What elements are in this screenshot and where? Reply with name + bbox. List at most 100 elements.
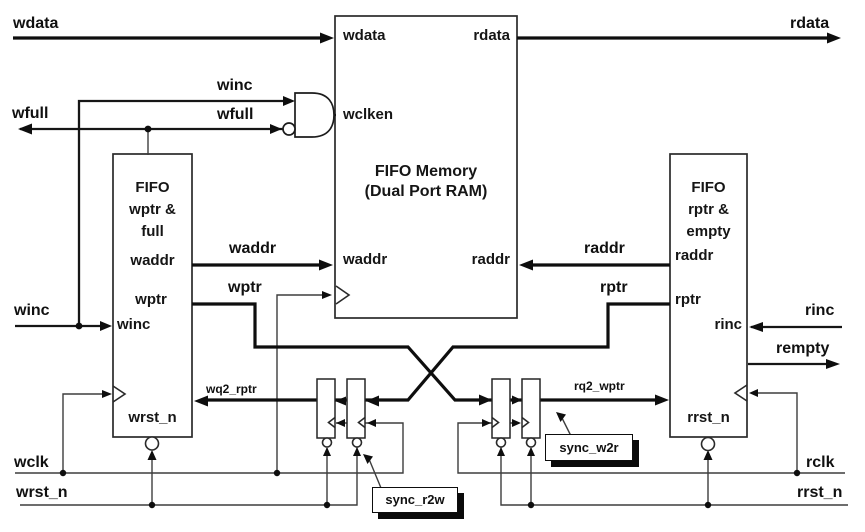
rblock-port-rptr: rptr xyxy=(675,291,701,308)
wfull-out-arrow xyxy=(18,123,32,135)
wblock-title-line2: wptr & xyxy=(129,201,176,218)
ram-clock-pin-icon xyxy=(335,285,351,305)
ff-input-arrow xyxy=(335,396,346,406)
module-boxes xyxy=(112,15,748,438)
rdata-arrow xyxy=(827,32,841,44)
winc-in-arrow xyxy=(100,321,112,331)
gate-inverter-bubble xyxy=(282,122,296,136)
ff-reset-bubble xyxy=(351,437,363,448)
sync-w2r-tag: sync_w2r xyxy=(545,434,633,461)
rq2-wptr-arrow xyxy=(655,394,669,406)
sync-r2w-ff1 xyxy=(316,378,336,439)
label-wrst-n: wrst_n xyxy=(16,484,68,501)
wblock-port-winc: winc xyxy=(117,316,151,333)
label-rptr-bus: rptr xyxy=(600,279,628,296)
rblock-port-raddr: raddr xyxy=(675,247,714,264)
label-wptr-bus: wptr xyxy=(228,279,262,296)
wblock-port-waddr: waddr xyxy=(130,252,175,269)
rblock-clock-pin-icon xyxy=(733,384,748,402)
junction-dots xyxy=(59,125,801,509)
ff-reset-bubble xyxy=(495,437,507,448)
sync-w2r-ff2 xyxy=(521,378,541,439)
sync-w2r-ff1 xyxy=(491,378,511,439)
ff-reset-arrow xyxy=(353,447,361,456)
label-wfull-out: wfull xyxy=(12,105,49,122)
write-pointer-block xyxy=(112,153,193,438)
raddr-arrow xyxy=(519,259,533,271)
ff-clock-arrow xyxy=(336,419,345,427)
ff-input-arrow xyxy=(512,395,522,405)
sync-flipflops xyxy=(316,378,541,439)
ram-port-raddr: raddr xyxy=(471,251,510,268)
wblock-clock-arrow xyxy=(102,390,112,398)
ff-clock-arrow xyxy=(367,419,376,427)
label-winc-in: winc xyxy=(14,302,50,319)
gate-winc-arrow xyxy=(283,96,295,106)
rinc-arrow xyxy=(749,322,763,332)
label-rdata-out: rdata xyxy=(790,15,830,32)
ff-clock-pin-icon xyxy=(357,416,366,429)
label-rclk: rclk xyxy=(806,454,835,471)
rblock-port-rinc: rinc xyxy=(714,316,742,333)
ff-clock-pin-icon xyxy=(521,416,530,429)
label-rq2-wptr: rq2_wptr xyxy=(574,379,625,393)
rblock-clock-arrow xyxy=(749,389,758,397)
wblock-port-wrst-n: wrst_n xyxy=(128,409,177,426)
label-rinc-in: rinc xyxy=(805,302,835,319)
rblock-title-line3: empty xyxy=(686,223,731,240)
label-wq2-rptr: wq2_rptr xyxy=(206,382,257,396)
ram-port-rdata: rdata xyxy=(473,27,510,44)
ram-title-line1: FIFO Memory xyxy=(374,163,478,180)
wblock-reset-bubble xyxy=(144,436,160,451)
ram-port-wclken: wclken xyxy=(343,106,394,123)
reset-bubbles xyxy=(144,436,716,452)
rblock-reset-arrow xyxy=(703,450,713,460)
ff-clock-pin-icon xyxy=(327,416,336,429)
control-wires xyxy=(15,99,842,366)
sync-w2r-pointer-arrow xyxy=(556,412,566,422)
ram-clock-arrow xyxy=(322,291,332,299)
wblock-reset-arrow xyxy=(147,450,157,460)
ff-clock-arrow xyxy=(512,419,521,427)
wblock-clock-pin-icon xyxy=(112,385,127,403)
rblock-reset-bubble xyxy=(700,436,716,452)
fifo-memory-block xyxy=(334,15,518,319)
gate-wfull-arrow xyxy=(270,124,282,134)
label-waddr-bus: waddr xyxy=(229,240,277,257)
rblock-title-line1: FIFO xyxy=(691,179,726,196)
ff-reset-arrow xyxy=(527,447,535,456)
arrowheads xyxy=(18,32,841,464)
ff-reset-bubble xyxy=(525,437,537,448)
ff-clock-pin-icon xyxy=(491,416,500,429)
clock-pins xyxy=(112,285,748,429)
sync-w2r-pointer-line xyxy=(561,417,572,437)
sync-r2w-pointer-arrow xyxy=(363,454,373,464)
wblock-port-wptr: wptr xyxy=(135,291,167,308)
ram-title-line2: (Dual Port RAM) xyxy=(364,183,488,200)
wblock-title-line3: full xyxy=(141,223,164,240)
ff-input-arrow xyxy=(366,395,379,407)
wclken-and-gate xyxy=(282,92,335,138)
label-rrst-n: rrst_n xyxy=(797,484,843,501)
sync-r2w-tag: sync_r2w xyxy=(372,487,458,513)
and-gate-body xyxy=(294,92,335,138)
ff-reset-arrow xyxy=(497,447,505,456)
label-rempty-out: rempty xyxy=(776,340,830,357)
waddr-arrow xyxy=(319,259,333,271)
ff-clock-arrow xyxy=(482,419,491,427)
wdata-arrow xyxy=(320,32,334,44)
rempty-arrow xyxy=(826,359,840,369)
label-wclk: wclk xyxy=(14,454,49,471)
label-wdata-in: wdata xyxy=(13,15,59,32)
ram-port-wdata: wdata xyxy=(343,27,386,44)
read-pointer-block xyxy=(669,153,748,438)
ff-reset-arrow xyxy=(323,447,331,456)
wblock-title-line1: FIFO xyxy=(135,179,170,196)
label-wfull-gate: wfull xyxy=(217,106,254,123)
ff-input-arrow xyxy=(479,394,492,406)
winc-gate-wire xyxy=(77,99,288,326)
label-raddr-bus: raddr xyxy=(584,240,625,257)
ff-reset-bubble xyxy=(321,437,333,448)
